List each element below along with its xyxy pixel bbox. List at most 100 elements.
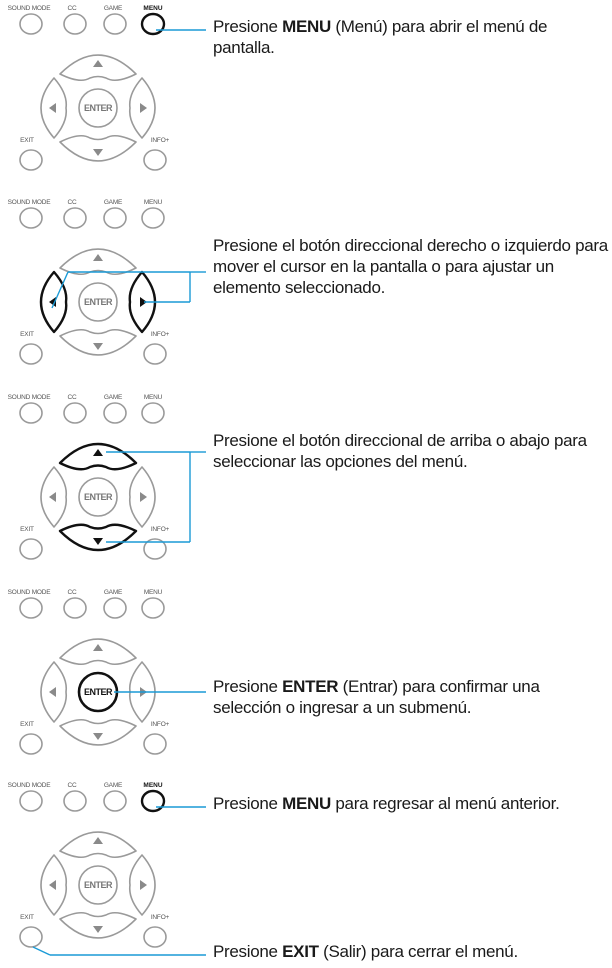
enter-button xyxy=(78,88,118,128)
left-arrow-icon xyxy=(49,103,56,113)
step-4-text: Presione ENTER (Entrar) para confirmar u… xyxy=(213,677,540,717)
enter-button-label: ENTER xyxy=(84,880,113,890)
cc-button-label: CC xyxy=(68,589,77,596)
info-button xyxy=(143,733,167,755)
menu-button xyxy=(141,402,165,424)
enter-button-label: ENTER xyxy=(84,687,113,697)
up-arrow-icon xyxy=(93,254,103,261)
cc-button-label: CC xyxy=(68,199,77,206)
exit-button-label: EXIT xyxy=(20,721,34,728)
cc-button xyxy=(63,402,87,424)
menu-button xyxy=(140,12,166,36)
right-arrow-icon xyxy=(140,880,147,890)
info-button-label: INFO+ xyxy=(151,526,170,533)
right-arrow-icon xyxy=(140,297,147,307)
up-arrow-icon xyxy=(93,60,103,67)
sound-mode-button-label: SOUND MODE xyxy=(8,199,52,206)
exit-button xyxy=(19,149,43,171)
exit-button xyxy=(19,926,43,948)
menu-button-label: MENU xyxy=(143,5,162,12)
cc-button xyxy=(63,790,87,812)
info-button-label: INFO+ xyxy=(151,331,170,338)
down-button xyxy=(58,523,138,552)
sound-mode-button xyxy=(19,13,43,35)
game-button xyxy=(103,207,127,229)
up-button xyxy=(59,831,137,859)
down-arrow-icon xyxy=(93,149,103,156)
game-button-label: GAME xyxy=(104,199,123,206)
callout-line-exit-diag xyxy=(32,946,51,956)
left-arrow-icon xyxy=(49,492,56,502)
sound-mode-button xyxy=(19,790,43,812)
sound-mode-button xyxy=(19,402,43,424)
cc-button-label: CC xyxy=(68,5,77,12)
step-1-text: Presione MENU (Menú) para abrir el menú … xyxy=(213,17,548,57)
game-button-label: GAME xyxy=(104,394,123,401)
up-button xyxy=(59,248,137,276)
up-button xyxy=(59,54,137,82)
menu-button xyxy=(140,789,166,813)
down-arrow-icon xyxy=(93,538,103,545)
enter-button xyxy=(78,865,118,905)
exit-button xyxy=(19,733,43,755)
game-button-label: GAME xyxy=(104,782,123,789)
left-arrow-icon xyxy=(49,687,56,697)
up-arrow-icon xyxy=(93,449,103,456)
game-button xyxy=(103,790,127,812)
game-button xyxy=(103,597,127,619)
right-arrow-icon xyxy=(140,492,147,502)
sound-mode-button xyxy=(19,597,43,619)
game-button xyxy=(103,13,127,35)
callout-line-left xyxy=(51,271,69,309)
remote-diagram-4: SOUND MODE CC GAME MENU ENTER EXIT INFO+ xyxy=(8,589,206,755)
exit-button-label: EXIT xyxy=(20,526,34,533)
step-5-text: Presione MENU para regresar al menú ante… xyxy=(213,794,560,813)
sound-mode-button-label: SOUND MODE xyxy=(8,782,52,789)
info-button xyxy=(143,343,167,365)
up-button xyxy=(59,638,137,666)
info-button-label: INFO+ xyxy=(151,914,170,921)
enter-button-label: ENTER xyxy=(84,297,113,307)
exit-button-label: EXIT xyxy=(20,914,34,921)
cc-button xyxy=(63,597,87,619)
step-4: SOUND MODE CC GAME MENU ENTER EXIT INFO+ Presi… xyxy=(0,580,612,775)
down-button xyxy=(59,328,137,356)
menu-button-label: MENU xyxy=(144,394,163,401)
sound-mode-button-label: SOUND MODE xyxy=(8,5,52,12)
sound-mode-button-label: SOUND MODE xyxy=(8,589,52,596)
exit-button xyxy=(19,538,43,560)
menu-button-label: MENU xyxy=(143,782,162,789)
down-arrow-icon xyxy=(93,926,103,933)
down-arrow-icon xyxy=(93,733,103,740)
step-6-text: Presione EXIT (Salir) para cerrar el men… xyxy=(213,942,518,961)
down-button xyxy=(59,911,137,939)
menu-button-label: MENU xyxy=(144,589,163,596)
info-button xyxy=(143,926,167,948)
step-3-text: Presione el botón direccional de arriba … xyxy=(213,431,587,471)
step-2-text: Presione el botón direccional derecho o … xyxy=(213,236,608,297)
info-button xyxy=(143,149,167,171)
menu-button-label: MENU xyxy=(144,199,163,206)
menu-button xyxy=(141,597,165,619)
down-button xyxy=(59,718,137,746)
up-button xyxy=(58,442,138,471)
enter-button xyxy=(78,477,118,517)
cc-button xyxy=(63,207,87,229)
info-button xyxy=(143,538,167,560)
down-arrow-icon xyxy=(93,343,103,350)
enter-button-label: ENTER xyxy=(84,103,113,113)
game-button-label: GAME xyxy=(104,589,123,596)
exit-button xyxy=(19,343,43,365)
exit-button-label: EXIT xyxy=(20,137,34,144)
info-button-label: INFO+ xyxy=(151,721,170,728)
game-button-label: GAME xyxy=(104,5,123,12)
sound-mode-button xyxy=(19,207,43,229)
